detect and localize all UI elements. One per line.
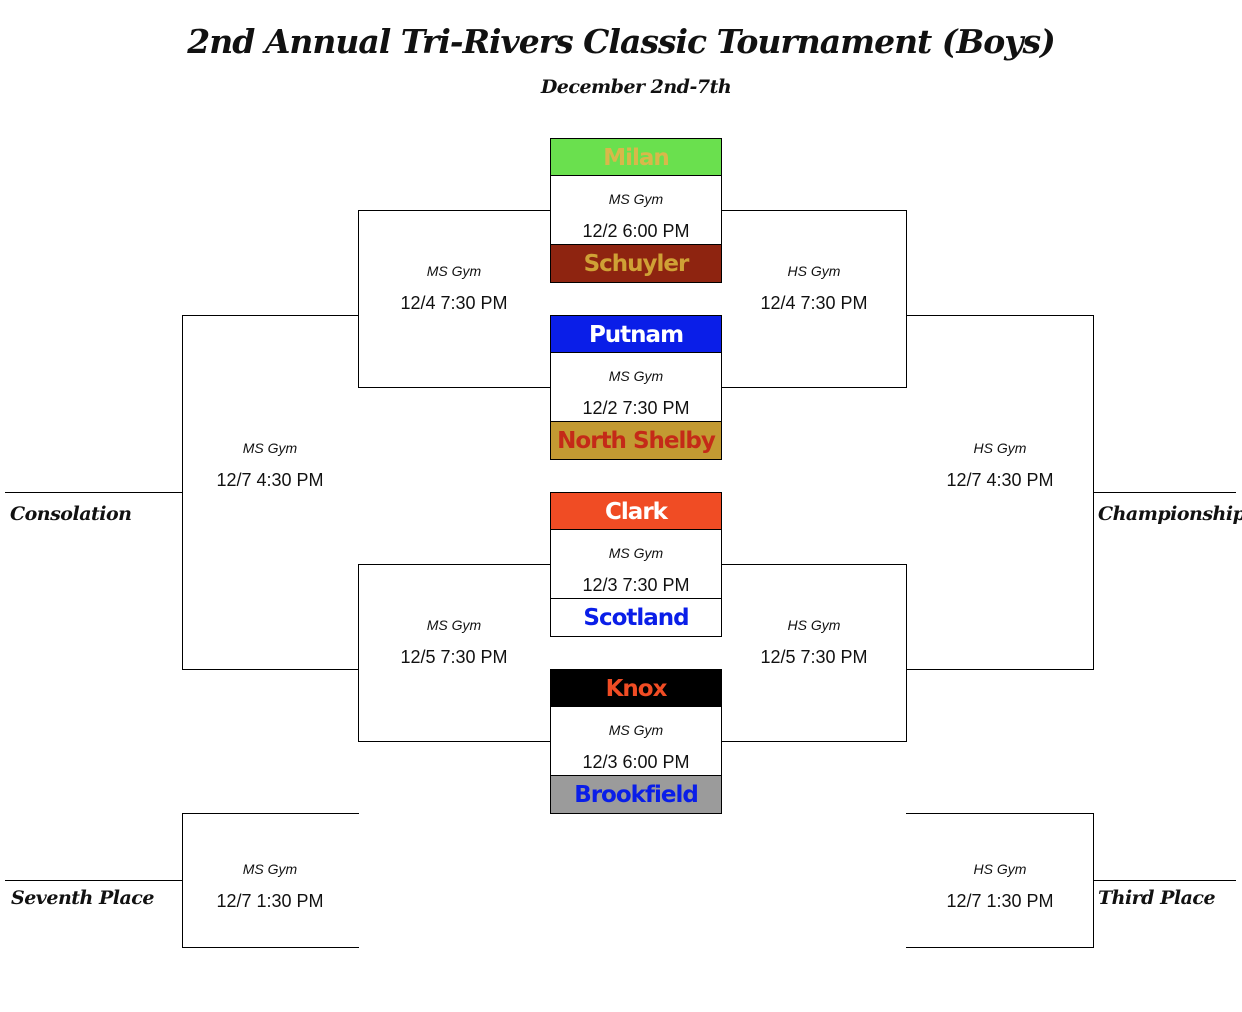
game-time: 12/5 7:30 PM	[760, 647, 868, 667]
bracket-line	[722, 741, 907, 742]
bracket-line	[358, 564, 551, 565]
bracket-line	[182, 947, 359, 948]
bracket-line	[358, 210, 359, 388]
bracket-line	[1093, 492, 1236, 493]
bracket-line	[906, 564, 907, 742]
game-time: 12/7 1:30 PM	[216, 891, 324, 911]
bracket-line	[722, 564, 907, 565]
game-location: MS Gym	[426, 617, 482, 633]
bracket-line	[182, 315, 359, 316]
game-location: MS Gym	[426, 263, 482, 279]
bracket-line	[182, 669, 359, 670]
team-slot-schuyler: Schuyler	[550, 244, 722, 283]
game-time: 12/2 7:30 PM	[582, 398, 690, 418]
game-location: HS Gym	[973, 861, 1027, 877]
game-time: 12/2 6:00 PM	[582, 221, 690, 241]
game-time: 12/3 7:30 PM	[582, 575, 690, 595]
bracket-line	[906, 669, 1094, 670]
game-location: MS Gym	[608, 191, 664, 207]
matchup-box	[550, 530, 722, 598]
team-slot-scotland: Scotland	[550, 598, 722, 637]
team-slot-north-shelby: North Shelby	[550, 421, 722, 460]
matchup-box	[550, 353, 722, 421]
game-time: 12/7 1:30 PM	[946, 891, 1054, 911]
bracket-line	[5, 492, 183, 493]
game-location: HS Gym	[973, 440, 1027, 456]
bracket-line	[906, 315, 1094, 316]
bracket-line	[358, 741, 551, 742]
bracket-line	[1093, 880, 1236, 881]
page-subtitle: December 2nd-7th	[540, 76, 732, 98]
consolation-label: Consolation	[10, 503, 132, 525]
game-location: MS Gym	[608, 368, 664, 384]
bracket-line	[182, 813, 359, 814]
game-time: 12/4 7:30 PM	[760, 293, 868, 313]
seventh-place-label: Seventh Place	[11, 887, 154, 909]
bracket-line	[906, 210, 907, 388]
game-location: MS Gym	[608, 545, 664, 561]
team-slot-milan: Milan	[550, 138, 722, 176]
team-slot-knox: Knox	[550, 669, 722, 707]
bracket-line	[358, 387, 551, 388]
bracket-line	[358, 564, 359, 742]
game-location: HS Gym	[787, 263, 841, 279]
team-slot-putnam: Putnam	[550, 315, 722, 353]
team-slot-clark: Clark	[550, 492, 722, 530]
bracket-line	[5, 880, 183, 881]
bracket-line	[358, 210, 551, 211]
bracket-line	[722, 387, 907, 388]
bracket-line	[906, 813, 1094, 814]
page-title: 2nd Annual Tri-Rivers Classic Tournament…	[187, 22, 1055, 61]
championship-label: Championship	[1098, 503, 1242, 525]
game-time: 12/4 7:30 PM	[400, 293, 508, 313]
third-place-label: Third Place	[1098, 887, 1216, 909]
game-location: HS Gym	[787, 617, 841, 633]
matchup-box	[550, 176, 722, 244]
game-time: 12/7 4:30 PM	[946, 470, 1054, 490]
game-location: MS Gym	[242, 861, 298, 877]
game-time: 12/7 4:30 PM	[216, 470, 324, 490]
game-time: 12/5 7:30 PM	[400, 647, 508, 667]
game-location: MS Gym	[608, 722, 664, 738]
matchup-box	[550, 707, 722, 775]
team-slot-brookfield: Brookfield	[550, 775, 722, 814]
bracket-line	[722, 210, 907, 211]
bracket-line	[906, 947, 1094, 948]
game-time: 12/3 6:00 PM	[582, 752, 690, 772]
game-location: MS Gym	[242, 440, 298, 456]
